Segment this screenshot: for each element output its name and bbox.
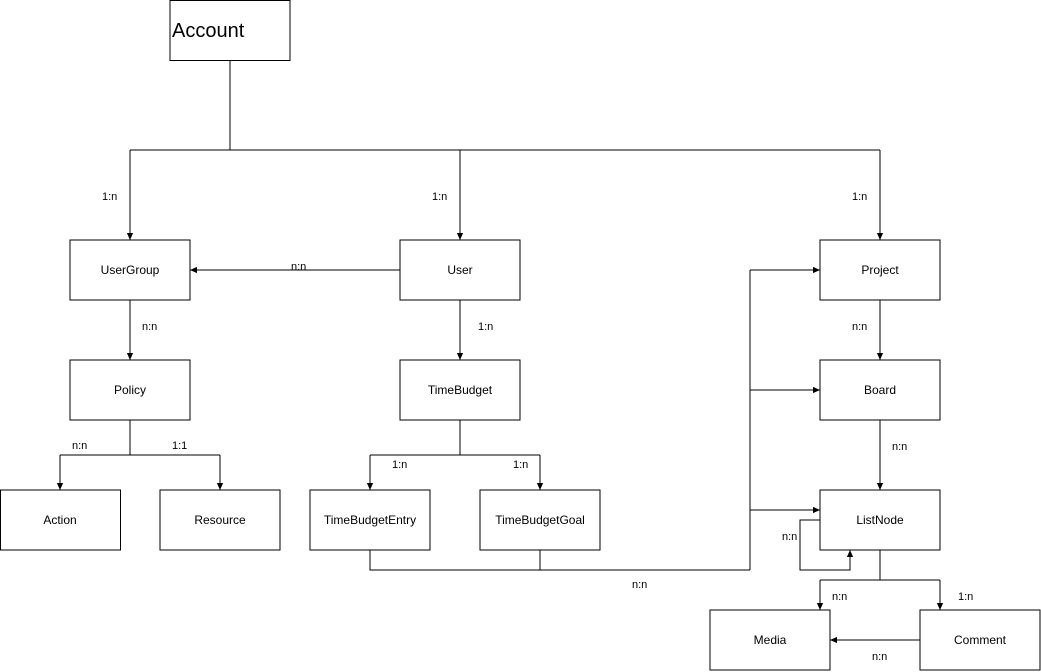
label-comment-media: n:n [872, 651, 887, 663]
label-policy-resource: 1:1 [172, 440, 187, 452]
label-listnode-self: n:n [782, 531, 797, 543]
node-usergroup-label: UserGroup [101, 263, 160, 277]
node-action-label: Action [43, 513, 76, 527]
node-board: Board [819, 359, 941, 421]
node-timebudget-label: TimeBudget [428, 383, 493, 397]
node-account: Account [169, 0, 291, 61]
label-user-timebudget: 1:n [478, 321, 493, 333]
node-policy-label: Policy [114, 383, 146, 397]
node-media-label: Media [754, 633, 787, 647]
node-action: Action [0, 489, 121, 551]
node-user-label: User [447, 263, 472, 277]
node-board-label: Board [864, 383, 896, 397]
edge-listnode-self [799, 519, 854, 571]
node-timebudgetgoal-label: TimeBudgetGoal [495, 513, 585, 527]
node-account-label: Account [172, 20, 245, 42]
label-account-usergroup: 1:n [102, 191, 117, 203]
node-user: User [399, 239, 521, 301]
label-listnode-media: n:n [832, 591, 847, 603]
node-resource-label: Resource [194, 513, 246, 527]
node-project: Project [819, 239, 941, 301]
label-account-project: 1:n [852, 191, 867, 203]
node-policy: Policy [69, 359, 191, 421]
node-usergroup: UserGroup [69, 239, 191, 301]
label-timebudget-entry: 1:n [392, 459, 407, 471]
node-resource: Resource [159, 489, 281, 551]
label-user-usergroup: n:n [291, 261, 306, 273]
node-timebudgetentry-label: TimeBudgetEntry [324, 513, 416, 527]
label-project-board: n:n [852, 321, 867, 333]
node-listnode-label: ListNode [856, 513, 904, 527]
node-comment-label: Comment [954, 633, 1007, 647]
node-project-label: Project [861, 263, 899, 277]
label-listnode-comment: 1:n [958, 591, 973, 603]
node-media: Media [709, 609, 831, 671]
label-timebudget-items-project: n:n [632, 579, 647, 591]
node-listnode: ListNode [819, 489, 941, 551]
label-board-listnode: n:n [892, 441, 907, 453]
edge-entry-down [369, 550, 750, 571]
node-comment: Comment [919, 609, 1041, 671]
node-timebudgetgoal: TimeBudgetGoal [479, 489, 601, 551]
label-account-user: 1:n [432, 191, 447, 203]
node-timebudgetentry: TimeBudgetEntry [309, 489, 431, 551]
node-timebudget: TimeBudget [399, 359, 521, 421]
label-usergroup-policy: n:n [142, 321, 157, 333]
label-timebudget-goal: 1:n [513, 459, 528, 471]
label-policy-action: n:n [72, 440, 87, 452]
